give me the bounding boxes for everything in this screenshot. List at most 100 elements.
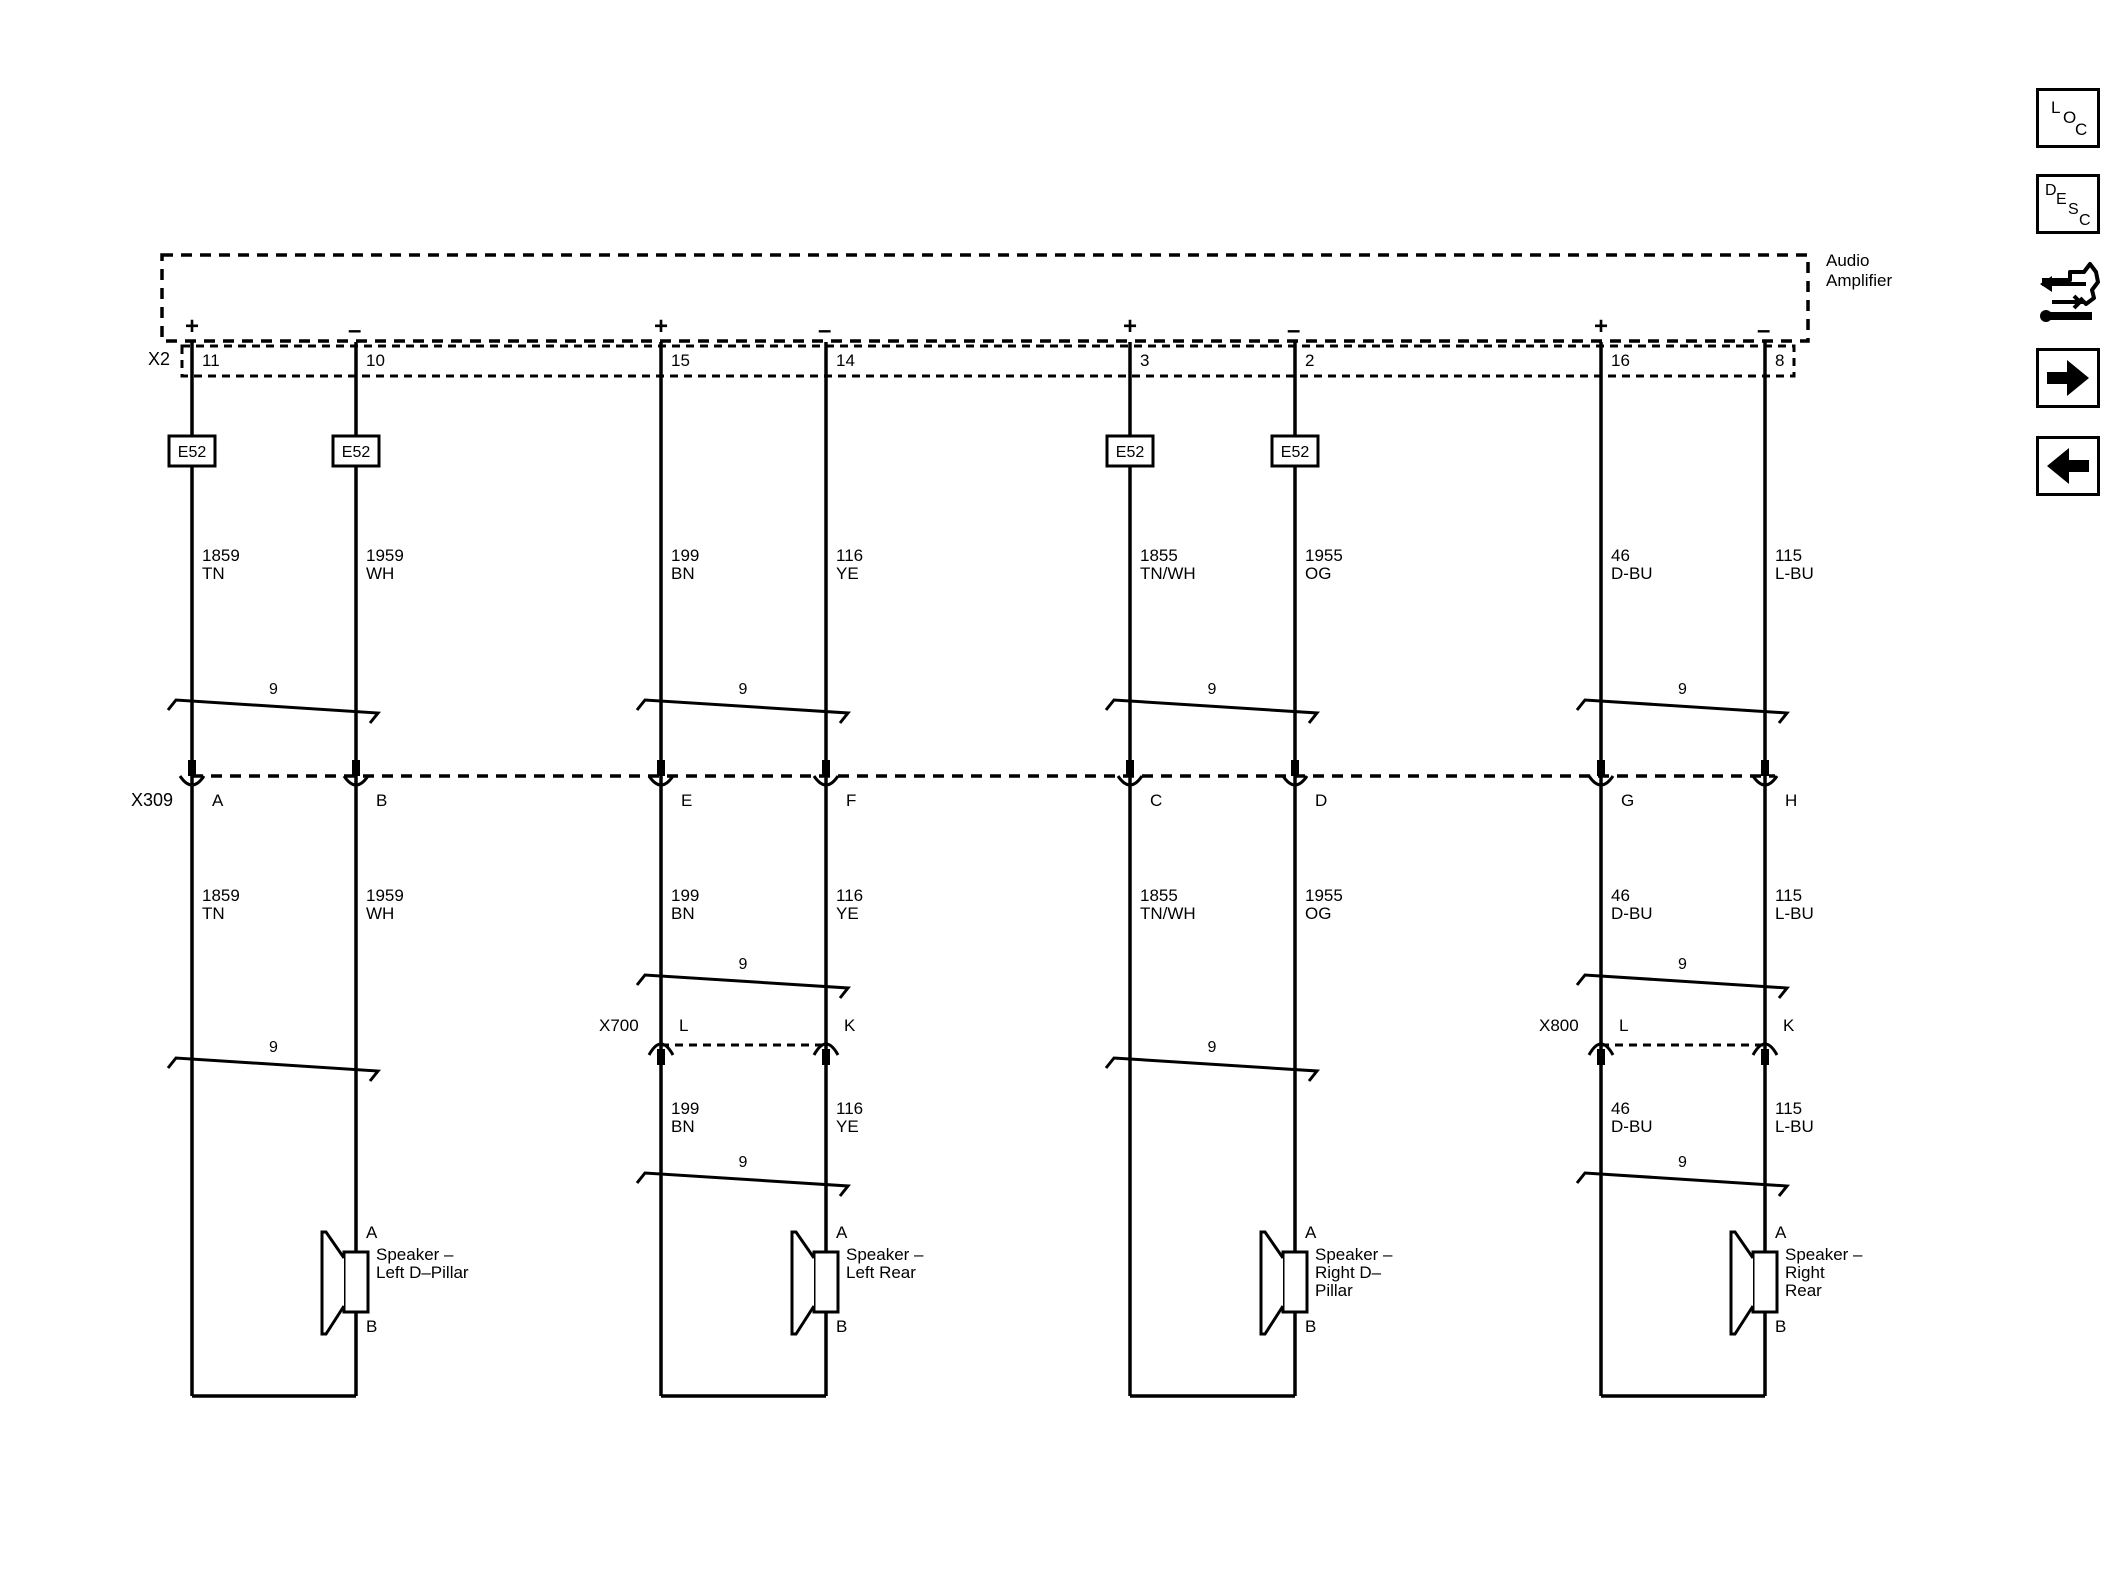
ch1-circuit-b-upper: 1959 <box>366 546 404 565</box>
ch2-twist-lower <box>635 1171 851 1197</box>
ch1-splice-label-b: E52 <box>342 444 371 461</box>
connector-view-icon <box>2040 262 2100 322</box>
ch3-splice-label-a: E52 <box>1116 444 1145 461</box>
svg-text:D: D <box>2045 182 2057 199</box>
ch1-circuit-a-lower: 1859 <box>202 886 240 905</box>
ch4-speaker-label-line3: Rear <box>1785 1281 1822 1300</box>
ch1-splice-label-a: E52 <box>178 444 207 461</box>
ch2-x309-terminal-b-pin <box>822 760 830 776</box>
ch4-circuit-b-lower: 115 <box>1775 886 1802 905</box>
ch2-inline-pin-b <box>822 1049 830 1065</box>
audio-amplifier-box <box>160 253 1810 343</box>
ch2-circuit-a-lower: 199 <box>671 886 699 905</box>
ch2-x309-pin-a: E <box>681 791 692 810</box>
ch4-speaker-pin-b: B <box>1775 1317 1786 1336</box>
ch4-inline-pin-b <box>1761 1049 1769 1065</box>
ch2-plus-sign: + <box>654 313 668 340</box>
ch4-color-a-bottom: D-BU <box>1611 1117 1653 1136</box>
ch3-x309-terminal-a-pin <box>1126 760 1134 776</box>
ch4-x2-pin-a: 16 <box>1611 351 1630 370</box>
ch1-speaker-pin-a: A <box>366 1223 378 1242</box>
ch1-circuit-a-upper: 1859 <box>202 546 240 565</box>
ch2-color-b-bottom: YE <box>836 1117 859 1136</box>
ch4-inline-connector-label: X800 <box>1539 1016 1579 1035</box>
ch3-circuit-b-upper: 1955 <box>1305 546 1343 565</box>
desc-button[interactable]: D E S C <box>2036 174 2100 234</box>
ch2-inline-socket-b <box>812 1042 840 1056</box>
ch1-twist-lower <box>166 1056 381 1082</box>
ch4-x309-terminal-b-socket <box>1751 775 1779 787</box>
ch2-color-a-lower: BN <box>671 904 695 923</box>
ch3-x309-pin-b: D <box>1315 791 1327 810</box>
ch3-speaker-coil <box>1281 1250 1309 1314</box>
ch4-speaker-label-line1: Speaker – <box>1785 1245 1863 1264</box>
amplifier-label-line1: Audio <box>1826 251 1869 270</box>
ch1-speaker-cone <box>320 1230 346 1336</box>
ch4-color-b-bottom: L-BU <box>1775 1117 1814 1136</box>
loc-button[interactable]: L O C <box>2036 88 2100 148</box>
ch4-twist-upper <box>1575 698 1790 724</box>
ch4-inline-pin-a <box>1597 1049 1605 1065</box>
next-button[interactable] <box>2036 348 2100 408</box>
ch2-minus-sign: – <box>818 317 831 344</box>
ch1-x2-pin-b: 10 <box>366 351 385 370</box>
ch4-x2-pin-b: 8 <box>1775 351 1784 370</box>
ch4-color-a-lower: D-BU <box>1611 904 1653 923</box>
ch2-twist-upper <box>635 698 851 724</box>
ch3-splice-b <box>1270 434 1320 468</box>
ch1-speaker-pin-b: B <box>366 1317 377 1336</box>
svg-text:E: E <box>2056 191 2067 208</box>
svg-text:O: O <box>2063 108 2076 127</box>
ch2-x309-pin-b: F <box>846 791 856 810</box>
ch1-splice-a <box>167 434 217 468</box>
ch3-twist-lower-label: 9 <box>1208 1039 1217 1056</box>
ch4-minus-sign: – <box>1757 317 1770 344</box>
ch4-circuit-b-upper: 115 <box>1775 546 1802 565</box>
ch2-x309-terminal-a-socket <box>647 775 675 787</box>
ch1-x309-terminal-b-socket <box>342 775 370 787</box>
ch4-color-b-upper: L-BU <box>1775 564 1814 583</box>
ch2-color-a-bottom: BN <box>671 1117 695 1136</box>
ch3-speaker-label-line1: Speaker – <box>1315 1245 1393 1264</box>
ch3-color-b-lower: OG <box>1305 904 1331 923</box>
ch2-inline-pin-label-b: K <box>844 1016 856 1035</box>
ch1-color-a-upper: TN <box>202 564 225 583</box>
ch3-speaker-label-line2: Right D– <box>1315 1263 1382 1282</box>
ch1-x309-pin-a: A <box>212 791 224 810</box>
ch2-circuit-a-bottom: 199 <box>671 1099 699 1118</box>
ch1-x309-pin-b: B <box>376 791 387 810</box>
desc-icon: D E S C <box>2045 182 2091 229</box>
ch3-minus-sign: – <box>1287 317 1300 344</box>
ch1-twist-upper <box>166 698 381 724</box>
ch1-x309-terminal-a-pin <box>188 760 196 776</box>
ch2-twist-mid <box>635 973 851 999</box>
ch2-color-b-upper: YE <box>836 564 859 583</box>
ch3-x2-pin-a: 3 <box>1140 351 1149 370</box>
ch2-x2-pin-b: 14 <box>836 351 855 370</box>
prev-button[interactable] <box>2036 436 2100 496</box>
ch4-x309-terminal-a-socket <box>1587 775 1615 787</box>
ch2-inline-socket-a <box>647 1042 675 1056</box>
svg-text:L: L <box>2051 98 2060 117</box>
connector-view-button[interactable] <box>2036 258 2100 328</box>
arrow-left-icon <box>2047 448 2089 484</box>
ch4-circuit-a-bottom: 46 <box>1611 1099 1630 1118</box>
ch2-speaker-pin-b: B <box>836 1317 847 1336</box>
x2-connector-band <box>180 344 1796 378</box>
ch1-color-a-lower: TN <box>202 904 225 923</box>
ch4-speaker-coil <box>1751 1250 1779 1314</box>
ch3-speaker-pin-b: B <box>1305 1317 1316 1336</box>
ch1-x2-pin-a: 11 <box>202 351 220 370</box>
ch1-speaker-label-line2: Left D–Pillar <box>376 1263 469 1282</box>
ch3-x309-terminal-b-pin <box>1291 760 1299 776</box>
ch4-circuit-b-bottom: 115 <box>1775 1099 1802 1118</box>
ch1-color-b-upper: WH <box>366 564 394 583</box>
ch1-circuit-b-lower: 1959 <box>366 886 404 905</box>
ch2-speaker-pin-a: A <box>836 1223 848 1242</box>
ch4-twist-lower <box>1575 1171 1790 1197</box>
ch2-circuit-b-upper: 116 <box>836 546 863 565</box>
ch2-color-b-lower: YE <box>836 904 859 923</box>
ch4-plus-sign: + <box>1594 313 1608 340</box>
ch4-speaker-pin-a: A <box>1775 1223 1787 1242</box>
